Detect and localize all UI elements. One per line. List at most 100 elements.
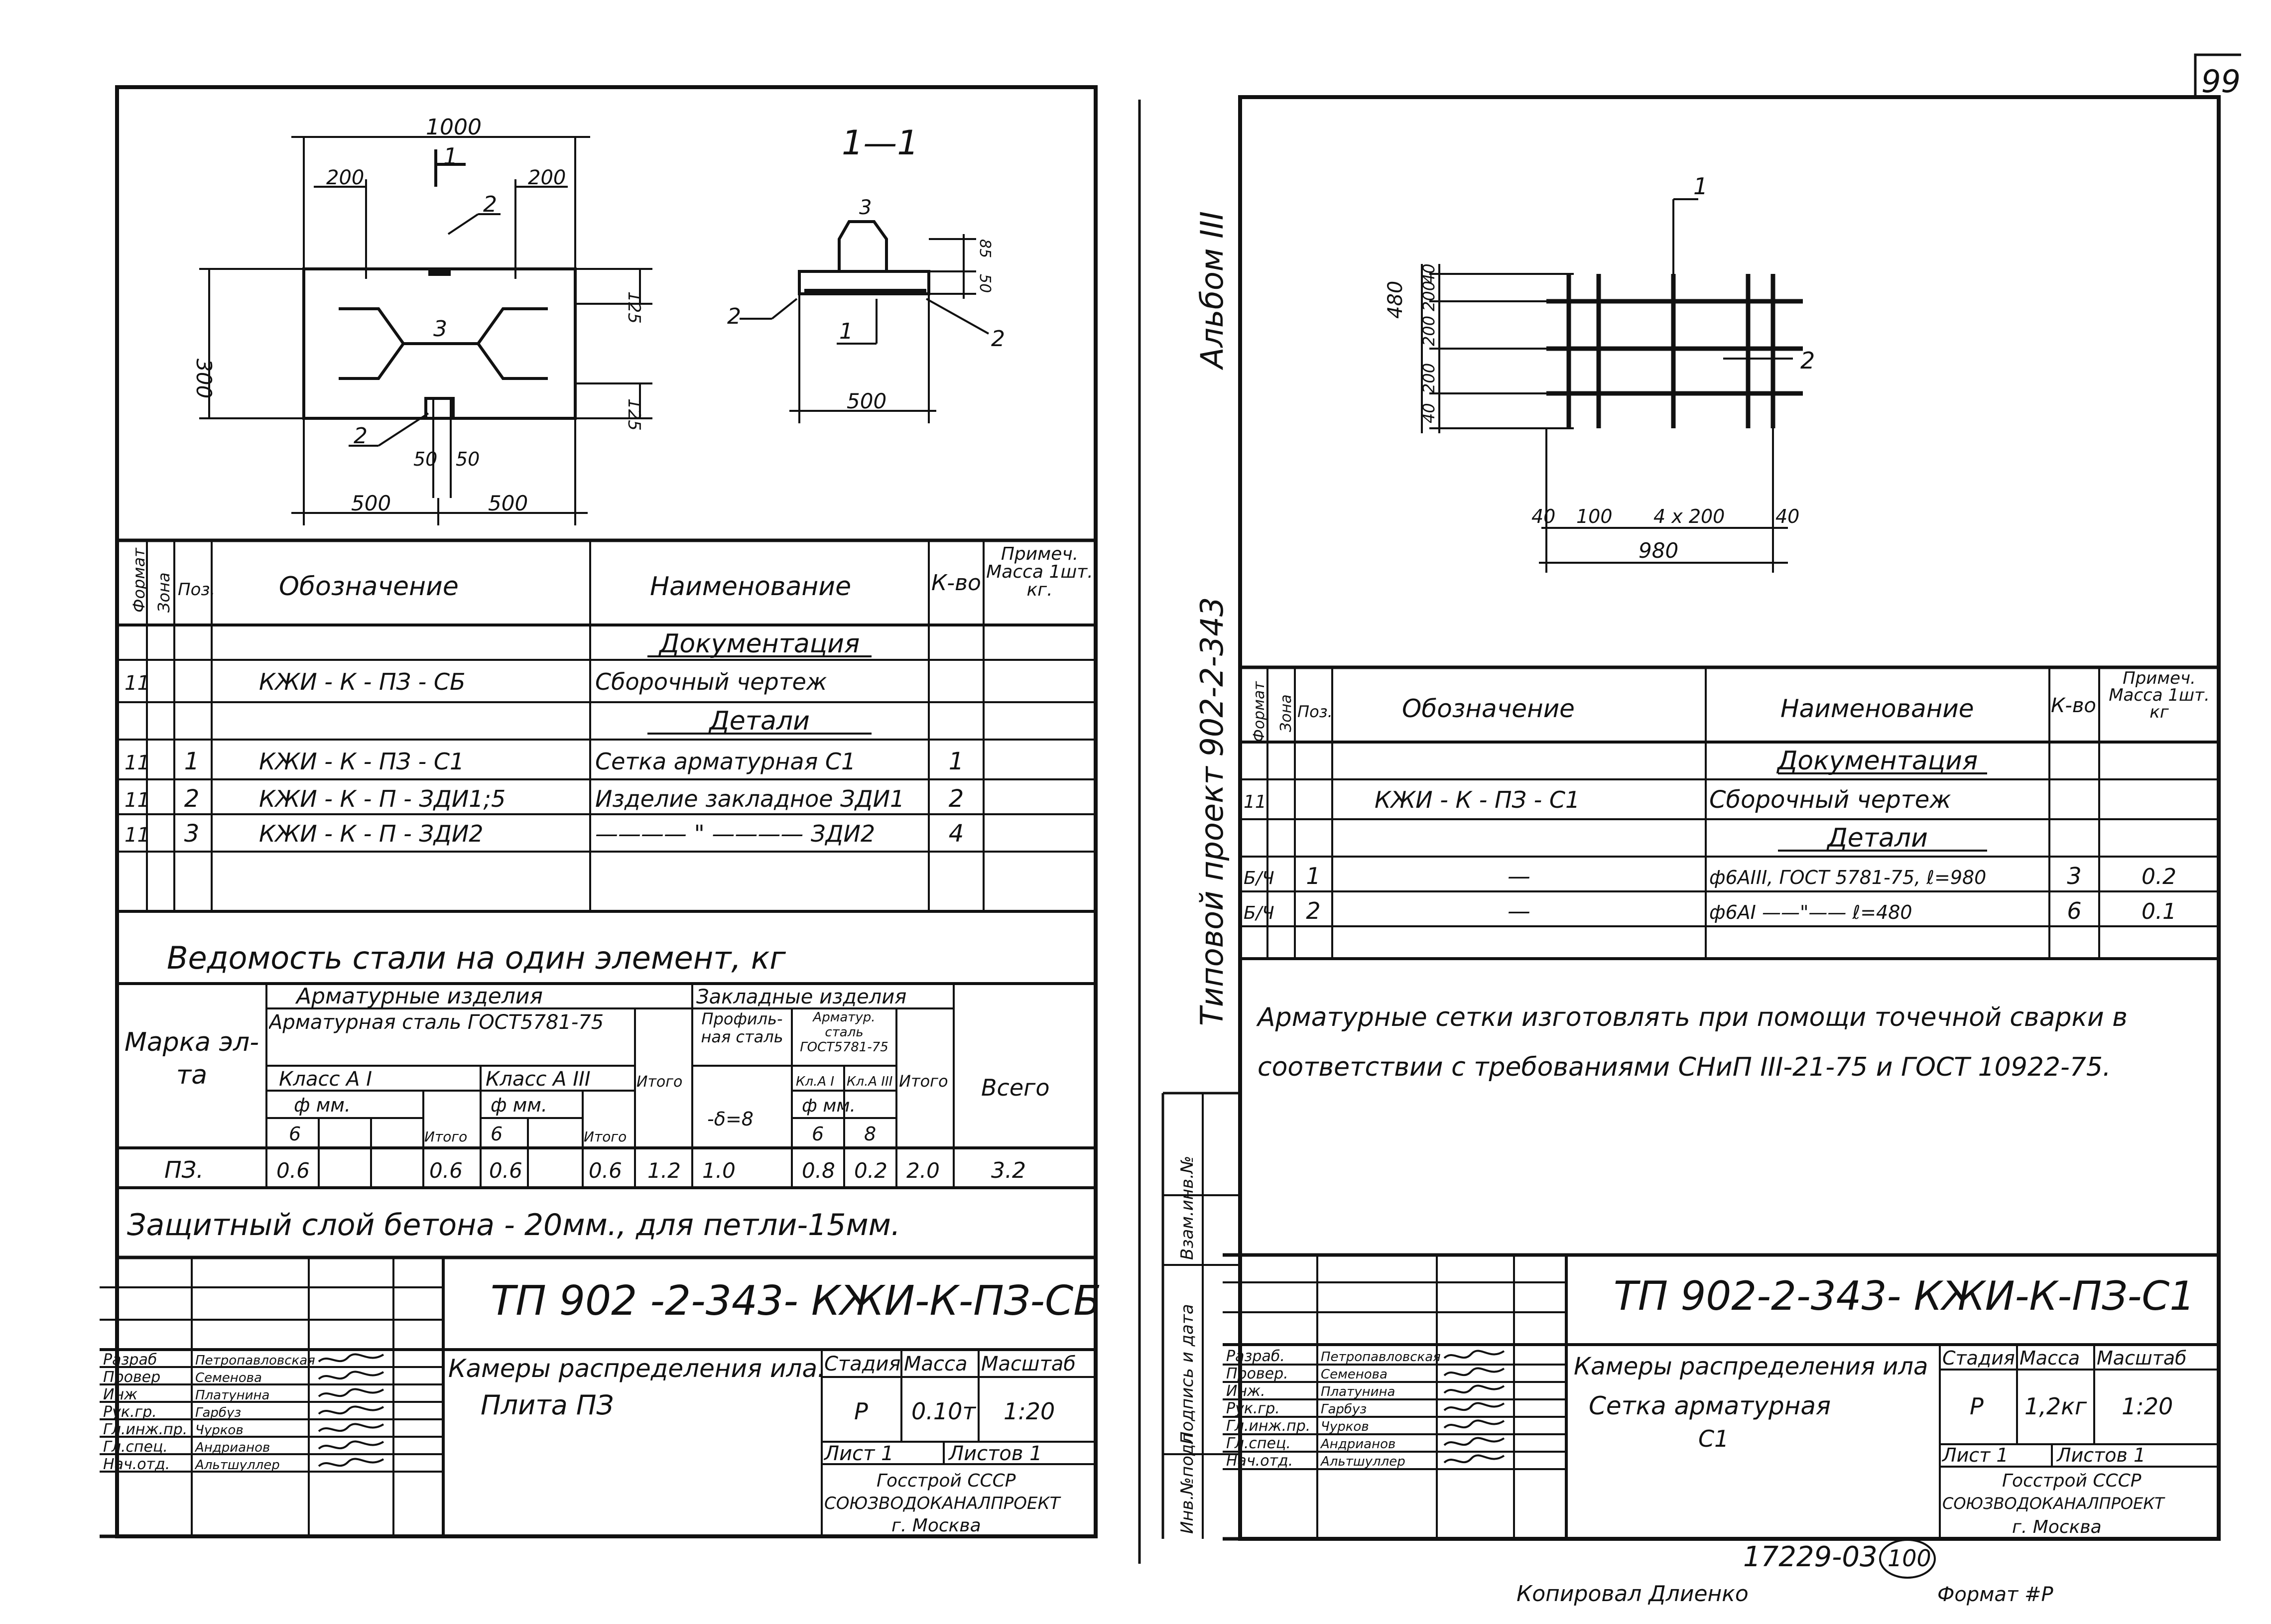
left-spec-h-name: Наименование [650, 572, 851, 602]
left-spec-qty-cell: 1 [949, 748, 964, 775]
steel-reinf-steel: Арматурная сталь ГОСТ5781-75 [269, 1011, 604, 1034]
dim-section-width: 500 [847, 389, 886, 413]
left-spec-heading-cell: Детали [708, 706, 810, 736]
steel-row-reinf-total: 1.2 [647, 1158, 681, 1183]
left-staff-name: Чурков [195, 1423, 244, 1438]
right-staff-signature [1443, 1437, 1505, 1446]
left-spec-designation-cell: КЖИ - К - ПЗ - С1 [259, 748, 464, 775]
right-staff-name: Гарбуз [1321, 1402, 1367, 1417]
left-spec-h-note-wrap: Примеч. Масса 1шт. кг. [986, 545, 1093, 600]
left-spec-designation-cell: КЖИ - К - П - ЗДИ2 [259, 820, 484, 847]
steel-row-a1-6: 0.6 [276, 1158, 310, 1183]
left-spec-name-cell: Сетка арматурная С1 [595, 748, 856, 775]
right-spec-h-designation: Обозначение [1402, 694, 1575, 723]
right-org1: Госстрой СССР [2002, 1471, 2142, 1491]
right-staff-signature [1443, 1419, 1505, 1429]
left-spec-designation-cell: КЖИ - К - П - ЗДИ1;5 [259, 785, 505, 812]
side-stamp-sign: Подпись и дата [1177, 1304, 1197, 1444]
mesh-drawing [1421, 198, 1803, 573]
right-spec-h-pos: Поз. [1297, 702, 1333, 721]
right-staff-name: Семенова [1321, 1367, 1388, 1382]
left-spec-heading-cell: Документация [658, 629, 860, 659]
pos2-bottom-label: 2 [354, 423, 368, 449]
right-spec-table [1240, 665, 2219, 960]
steel-phi-a1: ф мм. [294, 1094, 351, 1116]
left-spec-format-cell: 11 [125, 824, 150, 847]
left-spec-table [117, 538, 1096, 913]
left-scale-header: Масштаб [981, 1353, 1076, 1375]
right-spec-designation-cell: КЖИ - К - ПЗ - С1 [1375, 786, 1580, 813]
steel-d8-embed: 8 [864, 1123, 876, 1145]
dim-mesh-200b: 200 [1419, 316, 1438, 346]
dim-sec-50: 50 [976, 274, 994, 293]
right-spec-name-cell: ф6АIII, ГОСТ 5781-75, ℓ=980 [1709, 867, 1986, 888]
dim-mesh-4x200: 4 x 200 [1653, 505, 1725, 527]
left-staff-role: Разраб [103, 1351, 157, 1369]
dim-half-right: 500 [488, 491, 528, 515]
right-staff-role: Рук.гр. [1226, 1400, 1280, 1417]
left-mass: 0.10т [911, 1398, 976, 1425]
right-staff-role: Нач.отд. [1226, 1452, 1293, 1470]
pos3-label: 3 [433, 316, 447, 342]
left-spec-h-qty: К-во [931, 570, 981, 596]
right-staff-signature [1443, 1384, 1505, 1394]
left-staff-name: Альтшуллер [194, 1458, 280, 1473]
left-spec-designation-cell: КЖИ - К - ПЗ - СБ [259, 668, 466, 695]
sec-pos2-right-label: 2 [991, 326, 1005, 352]
left-stage-header: Стадия [824, 1353, 900, 1375]
steel-d6-embed: 6 [812, 1123, 824, 1145]
dim-sec-85: 85 [976, 239, 994, 258]
right-staff-role: Инж. [1226, 1382, 1265, 1400]
left-spec-h-format: Формат [129, 547, 148, 613]
right-spec-h-qty: К-во [2051, 694, 2096, 717]
right-sheet-no: Лист 1 [1941, 1444, 2009, 1466]
left-spec-format-cell: 11 [125, 789, 150, 812]
left-staff-signature [318, 1388, 384, 1397]
right-doc-desc2: Сетка арматурная [1589, 1391, 1831, 1420]
steel-d6-a1: 6 [289, 1123, 301, 1145]
left-org2: СОЮЗВОДОКАНАЛПРОЕКТ [824, 1494, 1061, 1513]
protective-layer-note: Защитный слой бетона - 20мм., для петли-… [127, 1208, 900, 1243]
steel-row-a1-total: 0.6 [429, 1158, 463, 1183]
album-label: Альбом III [1194, 211, 1230, 371]
right-spec-designation-cell: — [1508, 863, 1530, 889]
right-sheet: Альбом III Типовой проект 902-2-343 Инв.… [1161, 95, 2221, 1607]
left-staff-name: Петропавловская [195, 1353, 315, 1368]
steel-total-embed: Итого [899, 1072, 948, 1091]
cut-mark-label: 1 [443, 143, 458, 170]
left-scale: 1:20 [1004, 1398, 1055, 1425]
steel-reinf-steel-wrap: Арматурная сталь ГОСТ5781-75 [269, 1011, 604, 1034]
steel-profile: Профиль-ная сталь [701, 1010, 783, 1046]
steel-table [117, 982, 1096, 1189]
steel-title: Ведомость стали на один элемент, кг [167, 940, 786, 976]
steel-mark-header: Марка эл-та [124, 1027, 259, 1090]
left-staff-role: Инж [103, 1386, 137, 1403]
sec-pos2-left-label: 2 [727, 304, 741, 329]
right-mass: 1,2кг [2024, 1393, 2087, 1420]
left-staff-role: Провер [103, 1369, 160, 1386]
left-sheet: 1000 200 200 1 300 2 3 2 125 125 50 50 5… [100, 85, 1102, 1538]
left-staff-name: Гарбуз [195, 1405, 241, 1420]
right-org2: СОЮЗВОДОКАНАЛПРОЕКТ [1942, 1494, 2165, 1513]
right-spec-h-format: Формат [1251, 681, 1268, 742]
dim-125-top: 125 [624, 291, 644, 324]
left-staff-name: Семенова [195, 1371, 262, 1385]
left-spec-h-zone: Зона [154, 572, 173, 613]
left-stage: Р [854, 1398, 868, 1425]
right-doc-code: ТП 902-2-343- КЖИ-К-ПЗ-С1 [1614, 1273, 2195, 1319]
right-spec-name-cell: ф6АI ——"—— ℓ=480 [1709, 901, 1912, 923]
steel-reinf-steel2: Арматур. сталь ГОСТ5781-75 [800, 1010, 888, 1055]
left-staff-signature [318, 1405, 384, 1415]
dim-height: 300 [192, 359, 216, 398]
left-doc-desc2: Плита ПЗ [481, 1389, 614, 1421]
right-spec-format-cell: 11 [1244, 792, 1266, 812]
right-doc-desc3: С1 [1698, 1425, 1729, 1452]
right-stage: Р [1970, 1393, 1984, 1420]
steel-grand-total: Всего [981, 1074, 1049, 1101]
right-org3: г. Москва [2012, 1517, 2102, 1537]
left-spec-h-note: Примеч. Масса 1шт. кг. [986, 545, 1093, 600]
right-staff-signature [1443, 1350, 1505, 1359]
left-mass-header: Масса [904, 1353, 968, 1375]
dim-mesh-w100: 100 [1576, 505, 1613, 527]
